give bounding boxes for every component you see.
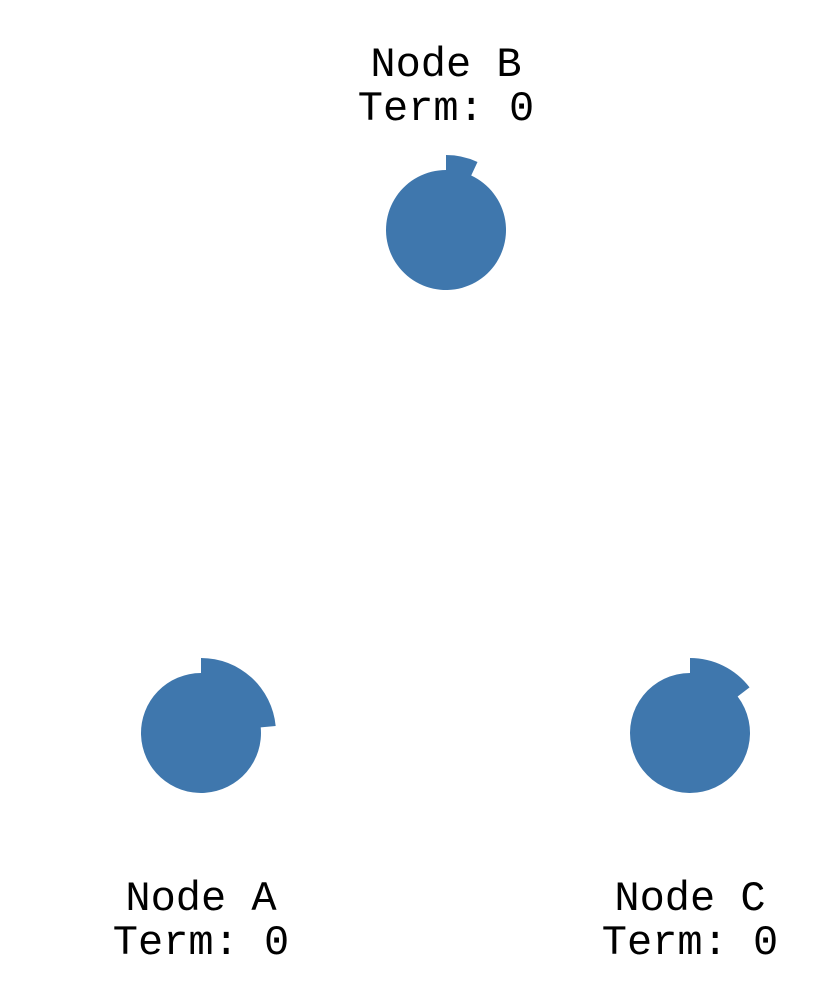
node-a-circle[interactable] (140, 658, 276, 794)
node-b-term: Term: 0 (358, 85, 534, 133)
node-b-circle[interactable] (386, 155, 507, 290)
node-c-term: Term: 0 (602, 919, 778, 967)
node-c-circle[interactable] (630, 658, 751, 794)
node-a-name: Node A (125, 875, 277, 923)
node-a-term: Term: 0 (113, 919, 289, 967)
node-a[interactable]: Node A Term: 0 (113, 658, 289, 967)
node-c[interactable]: Node C Term: 0 (602, 658, 778, 967)
node-c-name: Node C (614, 875, 765, 923)
node-b-name: Node B (370, 41, 521, 89)
node-b[interactable]: Node B Term: 0 (358, 41, 534, 290)
